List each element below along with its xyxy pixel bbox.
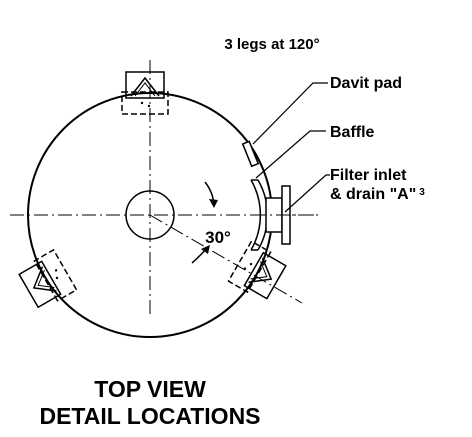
leader-lines [252,82,330,213]
filter-inlet-note-marker: 3 [419,187,425,198]
baffle-label: Baffle [330,124,375,141]
view-title-line1: TOP VIEW [94,376,206,402]
center-nozzle [125,190,175,240]
filter-inlet-label-line1: Filter inlet [330,167,407,184]
filter-inlet-label-line2-group: & drain "A"3 [330,186,425,203]
legs-note: 3 legs at 120° [224,36,319,53]
view-title-line2: DETAIL LOCATIONS [39,403,260,429]
davit-pad [241,140,260,168]
leg-pad-lower-left [18,248,78,309]
angle-label: 30° [205,228,231,247]
centerlines [10,60,318,315]
filter-inlet-nozzle [252,185,318,245]
leg-pad-lower-right [227,240,287,300]
filter-inlet-label-line2: & drain "A" [330,186,416,203]
davit-pad-label: Davit pad [330,75,402,92]
leg-pad-top [121,71,169,115]
angle-arrows [191,181,218,264]
